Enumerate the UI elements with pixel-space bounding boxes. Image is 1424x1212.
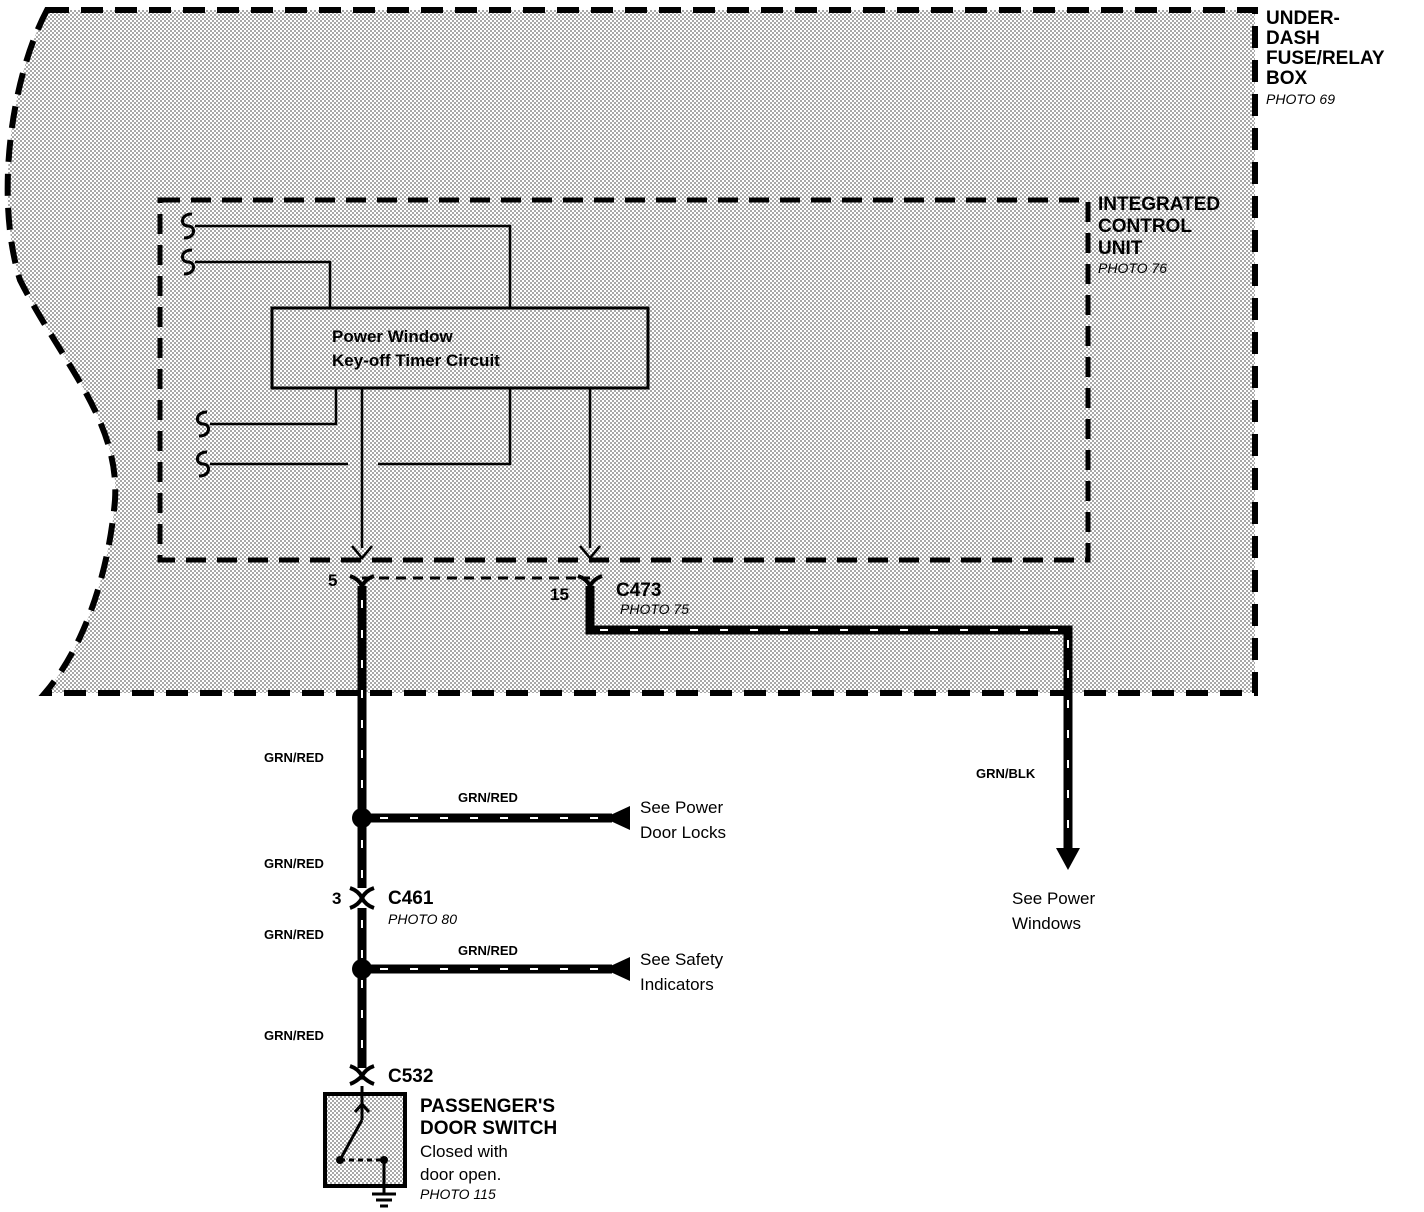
terminal-s-icon: [196, 450, 210, 478]
control-unit-title-2: CONTROL: [1098, 216, 1192, 237]
c461-pin: [349, 886, 375, 910]
splice-dot-1: [352, 808, 372, 828]
c473-pin-15: 15: [550, 585, 569, 604]
timer-circuit-label-1: Power Window: [332, 327, 454, 346]
wire-label-grn-blk: GRN/BLK: [976, 766, 1036, 781]
door-switch-note-2: door open.: [420, 1165, 501, 1184]
fuse-box-title-2: DASH: [1266, 28, 1320, 49]
wire-label-grn-red-branch-2: GRN/RED: [458, 943, 518, 958]
splice-dot-2: [352, 959, 372, 979]
door-switch-note-1: Closed with: [420, 1142, 508, 1161]
terminal-s-icon: [181, 212, 195, 240]
arrow-down-icon: [351, 545, 373, 560]
c461-pin-3: 3: [332, 889, 341, 908]
c461-photo: PHOTO 80: [388, 911, 457, 927]
ref-power-windows-2: Windows: [1012, 914, 1081, 933]
door-switch-photo: PHOTO 115: [420, 1186, 496, 1202]
c532-pin: [349, 1064, 375, 1086]
wire-label-grn-red-branch-1: GRN/RED: [458, 790, 518, 805]
ref-power-windows-1: See Power: [1012, 889, 1095, 908]
internal-wiring: [195, 224, 592, 548]
terminal-s-icon: [181, 248, 195, 276]
timer-circuit-box: [270, 306, 650, 390]
c532-name: C532: [388, 1066, 433, 1087]
c473-name: C473: [616, 580, 661, 601]
arrow-left-icon: [604, 806, 630, 830]
wire-stripes: [361, 600, 1069, 1060]
wire-label-grn-red-1: GRN/RED: [264, 750, 324, 765]
ref-safety-2: Indicators: [640, 975, 714, 994]
wire-label-grn-red-3: GRN/RED: [264, 927, 324, 942]
fuse-box-title-4: BOX: [1266, 68, 1308, 89]
ref-door-locks-2: Door Locks: [640, 823, 726, 842]
wire-label-grn-red-2: GRN/RED: [264, 856, 324, 871]
ref-safety-1: See Safety: [640, 950, 724, 969]
fuse-box-title-1: UNDER-: [1266, 8, 1340, 29]
fuse-box-title-3: FUSE/RELAY: [1266, 48, 1385, 69]
main-wires: [357, 586, 1073, 1068]
ref-door-locks-1: See Power: [640, 798, 723, 817]
terminal-s-icon: [196, 410, 210, 438]
arrow-left-icon: [604, 957, 630, 981]
ground-icon: [372, 1186, 396, 1208]
control-unit-title-1: INTEGRATED: [1098, 194, 1220, 215]
timer-circuit-label-2: Key-off Timer Circuit: [332, 351, 500, 370]
control-unit-outline: [157, 197, 1091, 563]
input-terminal-icons: [181, 212, 210, 478]
door-switch-title-1: PASSENGER'S: [420, 1096, 555, 1117]
fuse-box-photo: PHOTO 69: [1266, 91, 1335, 107]
arrow-down-icon: [579, 545, 601, 560]
door-switch-title-2: DOOR SWITCH: [420, 1118, 557, 1139]
switch-icon: [338, 1086, 386, 1186]
arrow-down-icon: [1056, 848, 1080, 870]
wire-grn-blk: [585, 586, 1073, 852]
c473-pin-5: 5: [328, 571, 337, 590]
fuse-box-label: UNDER- DASH FUSE/RELAY BOX PHOTO 69: [1266, 8, 1385, 107]
arrowheads: [351, 545, 601, 560]
wire-label-grn-red-4: GRN/RED: [264, 1028, 324, 1043]
control-unit-photo: PHOTO 76: [1098, 260, 1167, 276]
control-unit-title-3: UNIT: [1098, 238, 1143, 259]
c461-name: C461: [388, 888, 434, 909]
c473-photo: PHOTO 75: [620, 601, 689, 617]
control-unit-label: INTEGRATED CONTROL UNIT PHOTO 76: [1098, 194, 1220, 276]
